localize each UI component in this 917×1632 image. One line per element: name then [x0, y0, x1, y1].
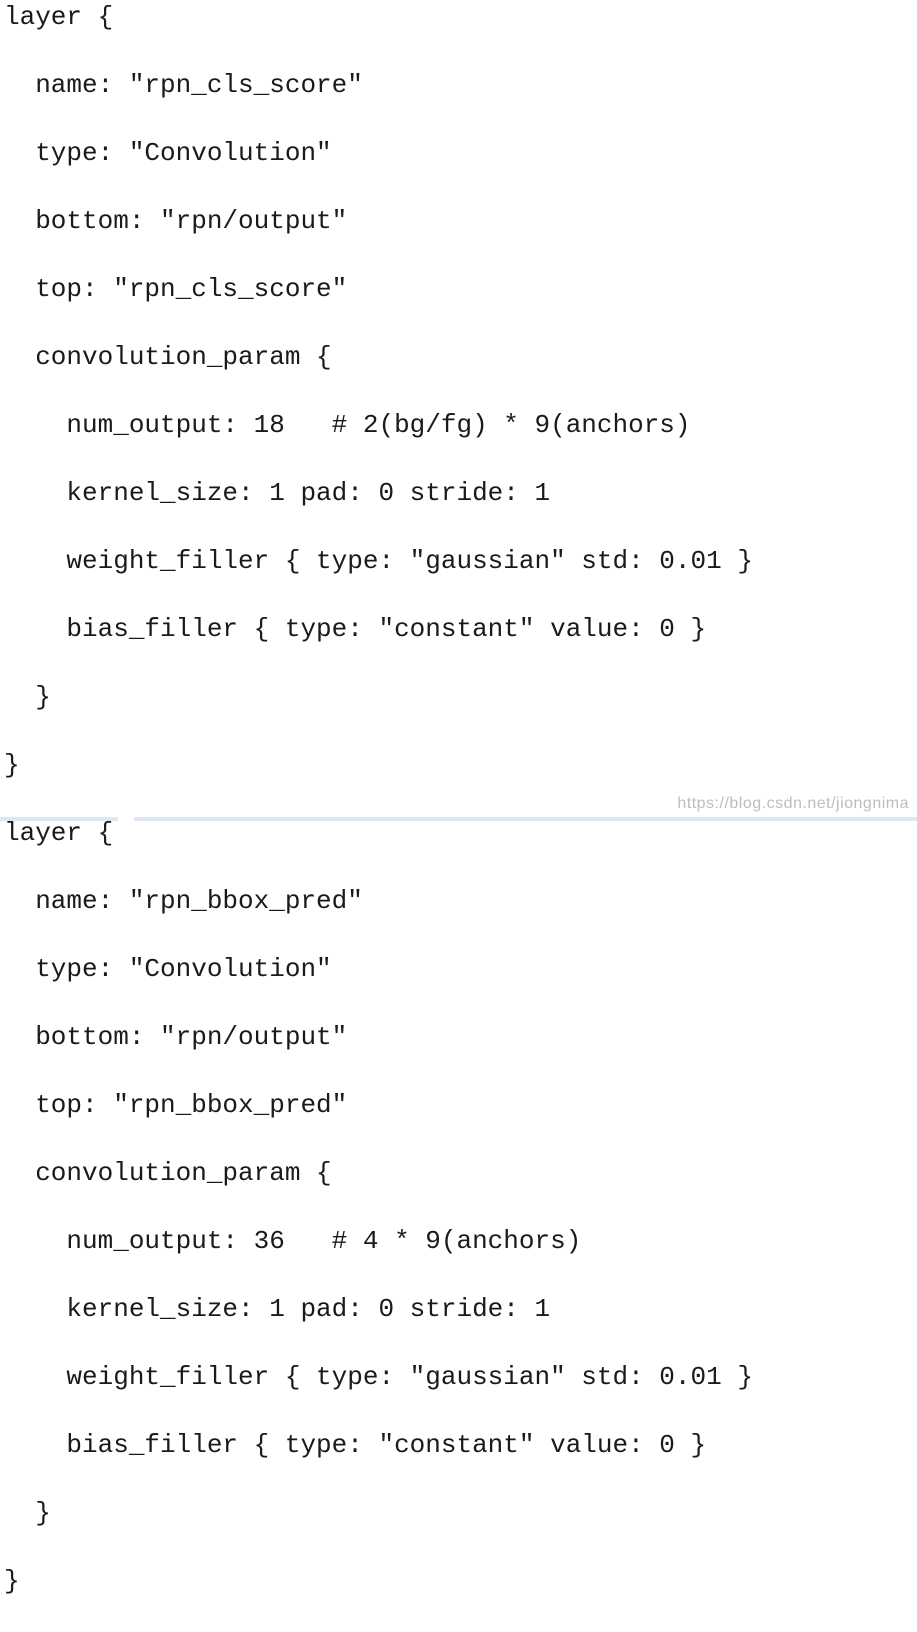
code-line: top: "rpn_cls_score": [4, 274, 348, 304]
code-line: type: "Convolution": [4, 138, 332, 168]
bottom-strip: [0, 817, 917, 821]
code-line: }: [4, 1498, 51, 1528]
code-line: name: "rpn_cls_score": [4, 70, 363, 100]
code-line: top: "rpn_bbox_pred": [4, 1090, 348, 1120]
code-line: kernel_size: 1 pad: 0 stride: 1: [4, 1294, 551, 1324]
code-line: bottom: "rpn/output": [4, 206, 348, 236]
code-line: }: [4, 1566, 20, 1596]
watermark: https://blog.csdn.net/jiongnima: [677, 795, 909, 812]
code-line: type: "Convolution": [4, 954, 332, 984]
code-line: num_output: 36 # 4 * 9(anchors): [4, 1226, 582, 1256]
code-line: layer {: [4, 2, 114, 32]
code-line: weight_filler { type: "gaussian" std: 0.…: [4, 1362, 753, 1392]
code-line: }: [4, 682, 51, 712]
code-line: kernel_size: 1 pad: 0 stride: 1: [4, 478, 551, 508]
code-line: bottom: "rpn/output": [4, 1022, 348, 1052]
code-line: weight_filler { type: "gaussian" std: 0.…: [4, 546, 753, 576]
code-line: }: [4, 750, 20, 780]
code-line: name: "rpn_bbox_pred": [4, 886, 363, 916]
code-line: layer {: [4, 818, 114, 848]
code-block: layer { name: "rpn_cls_score" type: "Con…: [4, 0, 753, 1632]
code-line: bias_filler { type: "constant" value: 0 …: [4, 614, 707, 644]
code-line: convolution_param {: [4, 342, 332, 372]
bottom-strip-gap: [118, 817, 134, 821]
code-line: bias_filler { type: "constant" value: 0 …: [4, 1430, 707, 1460]
code-line: convolution_param {: [4, 1158, 332, 1188]
code-line: num_output: 18 # 2(bg/fg) * 9(anchors): [4, 410, 691, 440]
